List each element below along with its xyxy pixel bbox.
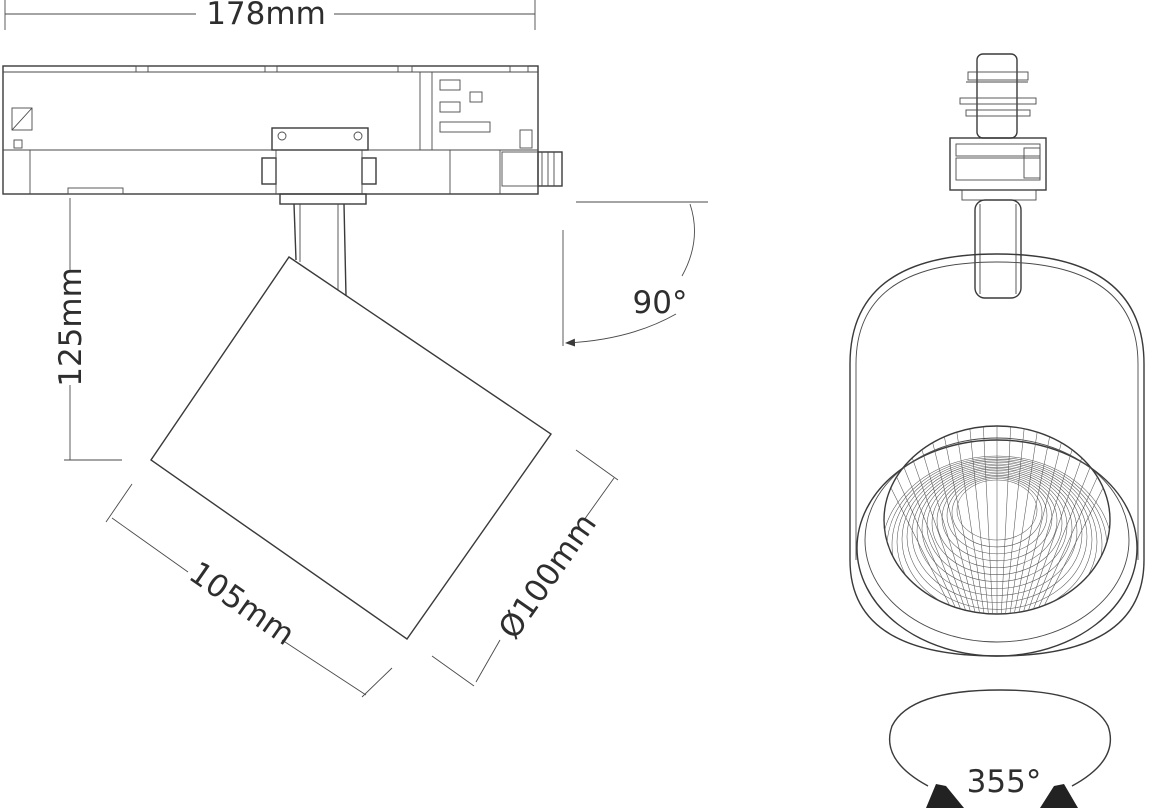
reflector-rib xyxy=(1004,426,1026,614)
length-label: 105mm xyxy=(182,555,301,653)
reflector-grid xyxy=(884,426,1110,614)
track-adapter-front xyxy=(949,53,1047,299)
reflector-ring xyxy=(921,468,1073,589)
reflector-ring xyxy=(941,474,1053,562)
reflector-ring xyxy=(956,479,1038,541)
width-label: 178mm xyxy=(206,0,326,32)
reflector-rib xyxy=(982,426,994,614)
stem xyxy=(293,203,347,297)
reflector-rib xyxy=(1016,426,1068,614)
reflector-rib xyxy=(926,426,978,614)
diameter-dimension: Ø100mm xyxy=(431,449,619,687)
width-dimension: 178mm xyxy=(4,0,536,32)
reflector-ring xyxy=(951,478,1043,548)
reflector-rib xyxy=(884,426,962,614)
tilt-angle-label: 90° xyxy=(633,285,688,321)
right-arrow-icon xyxy=(1040,784,1078,808)
reflector-ring xyxy=(931,471,1063,575)
reflector-ring xyxy=(946,476,1048,555)
reflector-rib xyxy=(968,426,990,614)
reflector-ring xyxy=(916,466,1078,596)
reflector-ring xyxy=(906,463,1088,610)
track-adapter-side xyxy=(2,65,563,205)
reflector-ring xyxy=(926,470,1068,582)
left-arrow-icon xyxy=(926,784,964,808)
tilt-angle-indicator: 90° xyxy=(562,201,708,347)
reflector-rib xyxy=(1012,426,1054,614)
reflector-rib xyxy=(1008,426,1040,614)
diameter-label: Ø100mm xyxy=(492,507,604,646)
rotation-angle-label: 355° xyxy=(967,764,1042,800)
reflector-rib xyxy=(1036,426,1110,614)
reflector-ring xyxy=(936,473,1058,569)
reflector-rib xyxy=(884,426,958,614)
reflector-rib xyxy=(1032,426,1110,614)
reflector-ring xyxy=(911,465,1083,603)
tilted-lamp-body xyxy=(150,256,552,640)
length-dimension: 105mm xyxy=(105,483,393,698)
height-dimension: 125mm xyxy=(53,198,122,461)
reflector-rib xyxy=(954,426,986,614)
reflector-ring xyxy=(884,455,1110,614)
rotation-angle-indicator: 355° xyxy=(888,689,1112,808)
reflector-ring xyxy=(891,458,1103,614)
height-label: 125mm xyxy=(53,267,89,387)
reflector-rib xyxy=(1000,426,1012,614)
reflector-ring xyxy=(901,462,1093,614)
reflector-ring xyxy=(896,460,1098,614)
reflector-rib xyxy=(940,426,982,614)
